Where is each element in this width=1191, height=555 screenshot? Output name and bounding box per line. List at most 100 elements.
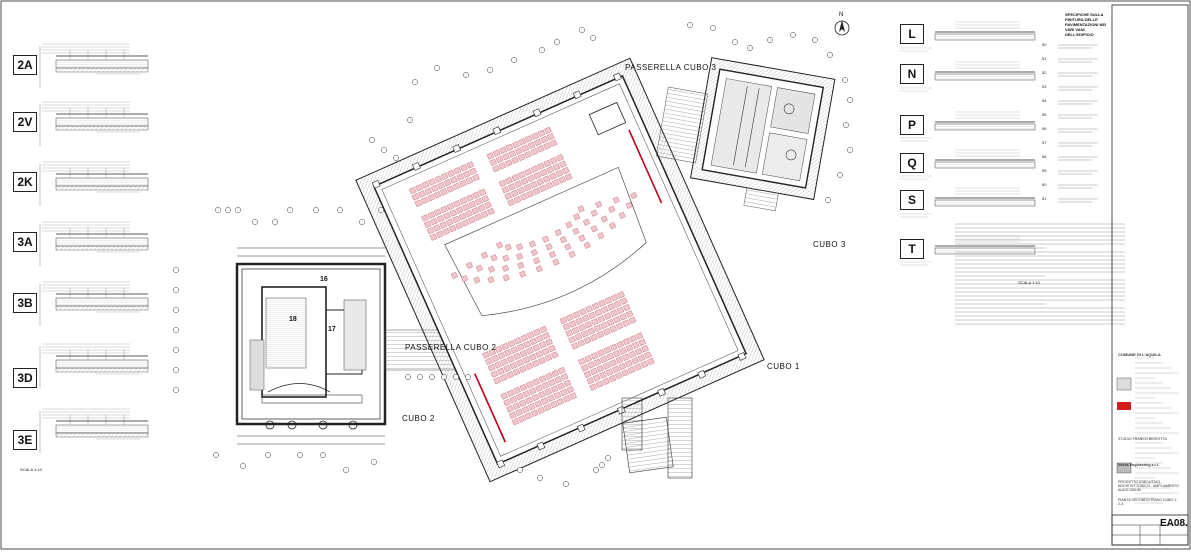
seat <box>603 346 612 354</box>
seat <box>517 261 525 269</box>
seat <box>629 335 637 343</box>
seat <box>492 165 500 173</box>
seat <box>590 333 598 342</box>
seat <box>541 397 549 405</box>
seat <box>468 200 477 209</box>
grid-bubble <box>517 467 523 473</box>
seat <box>455 222 463 230</box>
column <box>412 162 421 171</box>
grid-bubble <box>405 374 411 380</box>
seat <box>593 374 601 382</box>
grid-bubble <box>213 452 219 458</box>
spec-number: 58 <box>1042 154 1047 159</box>
seat <box>583 241 591 249</box>
seat <box>527 174 535 182</box>
grid-bubble <box>563 481 569 487</box>
seat <box>515 147 523 155</box>
seat <box>408 186 417 195</box>
seat <box>550 385 559 393</box>
seat <box>590 352 599 360</box>
seat <box>453 182 461 190</box>
seat <box>529 353 537 361</box>
seat <box>436 230 444 238</box>
seat <box>411 193 420 201</box>
column <box>452 144 462 153</box>
seat <box>518 415 526 423</box>
seat <box>513 196 522 204</box>
seat <box>491 354 499 363</box>
seat <box>549 139 558 147</box>
specs-heading: SPECIFICHE SULLA FINITURA DELLE PAVIMENT… <box>1065 12 1107 37</box>
seat <box>597 349 605 357</box>
seat <box>433 208 442 216</box>
seat <box>462 203 470 211</box>
seat <box>634 363 642 371</box>
section-code-2k: 2K <box>13 172 37 192</box>
seat <box>539 341 547 349</box>
spec-dash-lines <box>1058 44 1098 203</box>
seat <box>519 349 528 358</box>
seat <box>578 323 586 332</box>
seat <box>516 243 524 251</box>
tb-client: COMUNE DI L'AQUILA <box>1118 352 1161 357</box>
seat <box>605 368 614 376</box>
grid-bubble <box>359 219 365 225</box>
grid-bubble <box>343 467 349 473</box>
seat <box>500 392 508 400</box>
seat <box>426 227 435 235</box>
seat <box>571 342 579 350</box>
seat <box>552 179 560 187</box>
seat <box>556 154 564 162</box>
seat <box>497 367 505 375</box>
grid-bubble <box>252 219 258 225</box>
seat <box>466 161 474 169</box>
seat <box>587 361 595 369</box>
seat <box>521 144 529 152</box>
seat <box>544 388 553 396</box>
seat <box>528 387 537 395</box>
grid-bubble <box>843 122 849 128</box>
seat <box>415 184 423 192</box>
seat <box>559 236 567 244</box>
seat <box>565 221 573 229</box>
seat <box>644 351 652 359</box>
seat <box>530 181 538 189</box>
seat <box>612 196 620 204</box>
seat <box>615 372 623 380</box>
seat <box>475 264 483 272</box>
column <box>532 108 542 118</box>
seat <box>618 211 626 219</box>
seat <box>506 371 514 379</box>
seat <box>572 311 581 319</box>
spec-number: 54 <box>1042 98 1047 103</box>
seat <box>487 276 495 284</box>
seat <box>455 206 464 214</box>
room-number-17: 17 <box>328 326 336 333</box>
seat <box>618 362 627 371</box>
grid-bubble <box>434 65 440 71</box>
seat <box>508 150 517 158</box>
seat <box>490 370 499 378</box>
seat <box>497 352 506 360</box>
seat <box>482 351 490 359</box>
seat <box>547 394 555 402</box>
grid-bubble <box>842 77 848 83</box>
seat <box>513 386 521 394</box>
seat <box>524 168 532 176</box>
seat <box>499 374 508 382</box>
title-block <box>1111 4 1189 546</box>
seat <box>431 184 439 192</box>
column <box>737 352 747 361</box>
seat <box>505 176 513 185</box>
seat <box>597 232 605 240</box>
seat <box>504 192 512 200</box>
seat <box>607 303 615 311</box>
seat <box>478 188 487 196</box>
seat <box>612 350 621 358</box>
drawing-number: EA08. <box>1160 518 1188 529</box>
seat <box>506 389 515 397</box>
seat <box>510 346 519 354</box>
seat <box>428 178 436 186</box>
section-code-2a: 2A <box>13 55 37 75</box>
